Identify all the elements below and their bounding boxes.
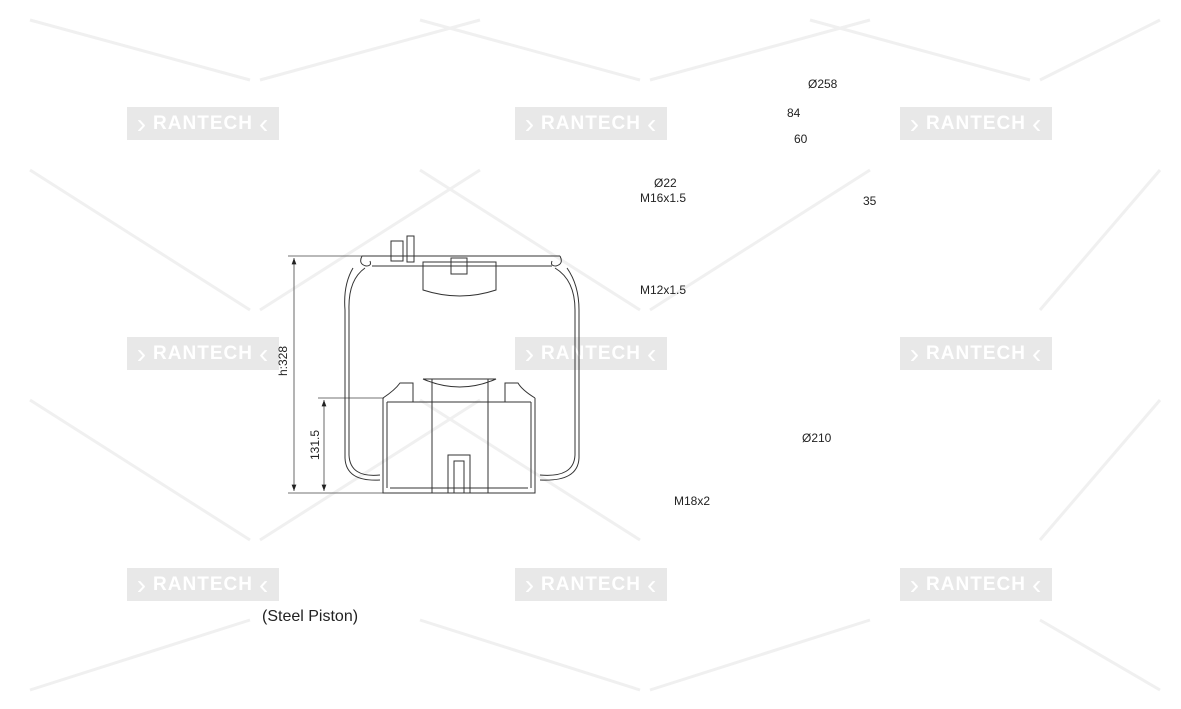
bottom-diameter-label: Ø210 <box>802 431 832 445</box>
piston-height-label: 131.5 <box>308 429 322 460</box>
watermark: ›RANTECH‹ <box>900 337 1052 370</box>
hole-m12-label: M12x1.5 <box>640 283 687 297</box>
height-label: h:328 <box>276 345 290 376</box>
watermark: ›RANTECH‹ <box>127 568 279 601</box>
top-diameter-label: Ø258 <box>808 77 838 91</box>
dim-35-label: 35 <box>863 194 877 208</box>
thread-m18-label: M18x2 <box>674 494 711 508</box>
watermark: ›RANTECH‹ <box>515 568 667 601</box>
watermark: ›RANTECH‹ <box>900 107 1052 140</box>
watermark: ›RANTECH‹ <box>900 568 1052 601</box>
side-view-drawing <box>288 235 580 494</box>
watermark: ›RANTECH‹ <box>515 107 667 140</box>
watermark: ›RANTECH‹ <box>127 337 279 370</box>
dim-84-label: 84 <box>787 106 801 120</box>
hole-m16-label: M16x1.5 <box>640 191 687 205</box>
hole-diameter-label: Ø22 <box>654 176 677 190</box>
watermark: ›RANTECH‹ <box>127 107 279 140</box>
background-diagonal-lines <box>29 18 1162 692</box>
watermark: ›RANTECH‹ <box>515 337 667 370</box>
piston-type-caption: (Steel Piston) <box>262 608 359 625</box>
dim-60-label: 60 <box>794 132 808 146</box>
